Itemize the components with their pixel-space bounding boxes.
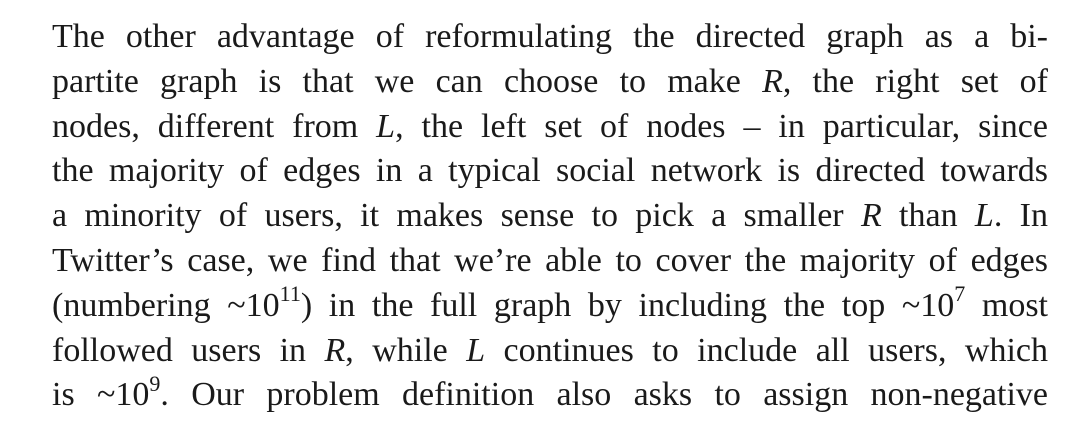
text-run: , the right set of [782,62,1048,100]
text-line-3: nodes, different from L, the left set of… [52,105,1048,150]
text-line-8: followed users in R, while L continues t… [52,329,1048,374]
text-run: nodes, different from [52,107,377,145]
text-run: is ~10 [52,376,150,414]
text-run: Twitter’s case, we find that we’re able … [52,241,1048,279]
text-run: continues to include all users, which [485,331,1049,369]
math-variable-l: L [974,197,994,235]
superscript-exponent: 9 [149,371,161,397]
text-run: . In [993,197,1048,235]
math-variable-l: L [376,107,396,145]
superscript-exponent: 7 [954,281,966,307]
text-run: partite graph is that we can choose to m… [52,62,763,100]
text-run: the majority of edges in a typical socia… [52,152,1048,190]
text-line-5: a minority of users, it makes sense to p… [52,194,1048,239]
text-line-2: partite graph is that we can choose to m… [52,60,1048,105]
math-variable-r: R [860,197,882,235]
text-line-7: (numbering ~1011) in the full graph by i… [52,281,1049,329]
text-run: ) in the full graph by including the top… [300,286,955,324]
paper-paragraph: The other advantage of reformulating the… [52,15,1048,418]
text-run: a minority of users, it makes sense to p… [52,197,861,235]
text-run: , while [345,331,467,369]
text-run: (numbering ~10 [52,286,280,324]
math-variable-l: L [466,331,486,369]
text-run: , the left set of nodes – in particular,… [395,107,1048,145]
text-run: followed users in [52,331,325,369]
text-run: . Our problem definition also asks to as… [160,376,1048,414]
text-run: most [965,286,1049,324]
superscript-exponent: 11 [279,281,301,307]
text-run: than [881,197,975,235]
math-variable-r: R [762,62,783,100]
text-line-9: is ~109. Our problem definition also ask… [52,373,1048,418]
math-variable-r: R [324,331,346,369]
text-run: The other advantage of reformulating the… [52,18,1048,55]
text-line-4: the majority of edges in a typical socia… [52,149,1048,194]
text-line-1: The other advantage of reformulating the… [52,15,1048,60]
text-line-6: Twitter’s case, we find that we’re able … [52,239,1048,284]
